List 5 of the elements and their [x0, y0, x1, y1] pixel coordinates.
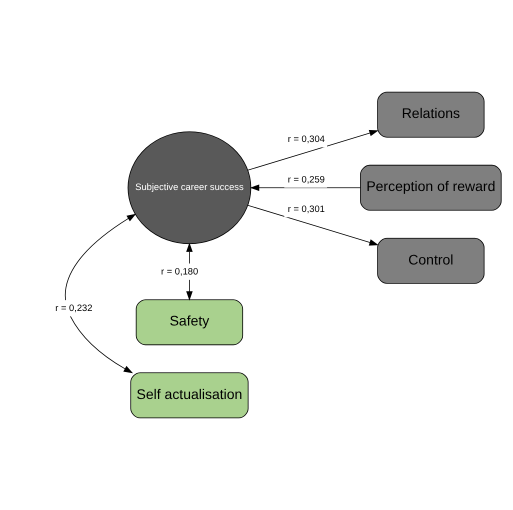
edge-label: r = 0,301	[288, 204, 325, 214]
edge-label: r = 0,259	[288, 174, 325, 184]
edge-label: r = 0,304	[288, 134, 325, 144]
edge-label: r = 0,232	[55, 303, 92, 314]
edge-label: r = 0,180	[161, 266, 198, 277]
